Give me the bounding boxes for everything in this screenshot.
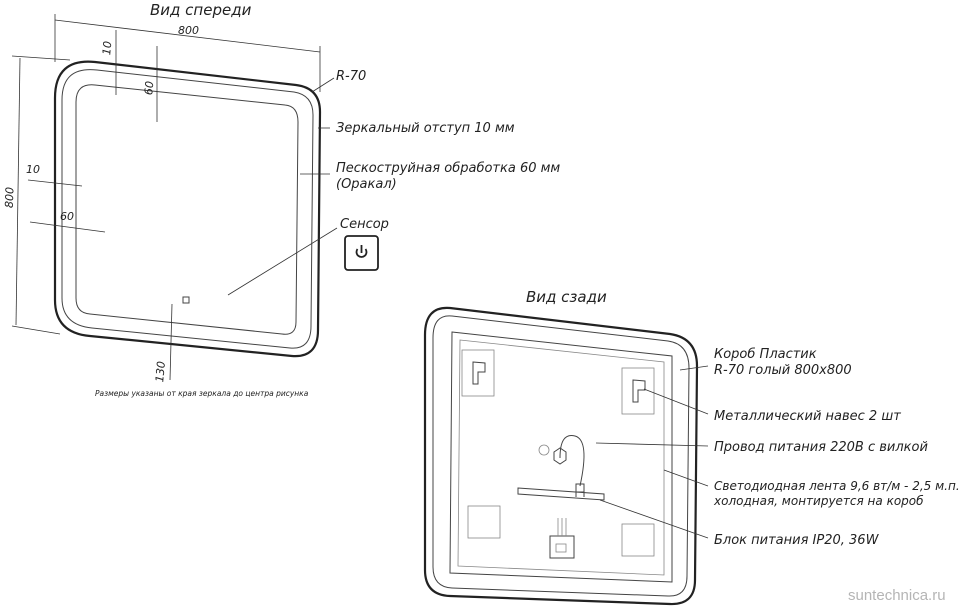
psu-leader bbox=[599, 499, 709, 539]
box-label-line1: Короб Пластик bbox=[714, 347, 817, 362]
dim-left-offset-line bbox=[27, 179, 83, 187]
radius-leader bbox=[311, 77, 335, 93]
front-footnote: Размеры указаны от края зеркала до центр… bbox=[95, 389, 309, 398]
power-icon bbox=[344, 235, 379, 271]
front-sandblast-border bbox=[75, 84, 299, 335]
power-supply bbox=[517, 487, 605, 501]
front-mirror-inner-edge bbox=[61, 69, 314, 349]
power-cable bbox=[538, 434, 585, 497]
back-outer-frame bbox=[423, 306, 699, 606]
back-pad-left bbox=[467, 505, 501, 539]
dim-height-line bbox=[15, 57, 21, 326]
mirror-offset-label: Зеркальный отступ 10 мм bbox=[336, 121, 515, 136]
dim-width-label: 800 bbox=[178, 24, 199, 37]
back-view-title: Вид сзади bbox=[526, 288, 607, 306]
dim-height-ext-top bbox=[11, 55, 71, 61]
dim-bottom-line bbox=[169, 303, 173, 381]
sandblast-label-line1: Пескоструйная обработка 60 мм bbox=[336, 161, 560, 176]
sensor-label: Сенсор bbox=[340, 217, 389, 232]
back-pad-right bbox=[621, 523, 655, 557]
dim-left-sandblast-label: 60 bbox=[60, 210, 74, 223]
dim-left-offset-label: 10 bbox=[26, 163, 40, 176]
psu-label: Блок питания IP20, 36W bbox=[714, 533, 880, 548]
sensor-marker bbox=[182, 296, 190, 304]
dim-width-line bbox=[54, 19, 321, 53]
dim-height-label: 800 bbox=[3, 187, 17, 208]
back-plastic-box-inner bbox=[457, 339, 665, 576]
led-label-line2: холодная, монтируется на короб bbox=[713, 494, 924, 508]
dim-top-offset-label: 10 bbox=[100, 41, 114, 56]
sandblast-label-line2: (Оракал) bbox=[336, 177, 397, 192]
radius-label: R-70 bbox=[336, 69, 366, 84]
dim-height-ext-bottom bbox=[11, 325, 61, 335]
hanger-right bbox=[621, 367, 655, 415]
cable-label: Провод питания 220В с вилкой bbox=[714, 440, 928, 455]
front-view-title: Вид спереди bbox=[150, 1, 252, 19]
led-leader bbox=[663, 469, 709, 487]
back-plastic-box bbox=[449, 331, 673, 583]
dim-left-sandblast-line bbox=[29, 221, 106, 233]
bottom-connector bbox=[549, 518, 575, 559]
box-leader bbox=[679, 365, 709, 371]
hanger-left bbox=[461, 349, 495, 397]
watermark: suntechnica.ru bbox=[848, 587, 946, 604]
led-label-line1: Светодиодная лента 9,6 вт/м - 2,5 м.п. bbox=[714, 479, 960, 493]
hanger-label: Металлический навес 2 шт bbox=[714, 409, 901, 424]
front-mirror-outline bbox=[53, 60, 322, 358]
back-frame-inner-edge bbox=[432, 315, 690, 597]
box-label-line2: R-70 голый 800x800 bbox=[714, 363, 852, 378]
dim-bottom-label: 130 bbox=[153, 361, 168, 383]
sensor-leader bbox=[227, 227, 338, 296]
cable-leader bbox=[595, 442, 709, 447]
hanger-leader bbox=[643, 388, 709, 415]
dim-top-sandblast-label: 60 bbox=[142, 81, 156, 96]
